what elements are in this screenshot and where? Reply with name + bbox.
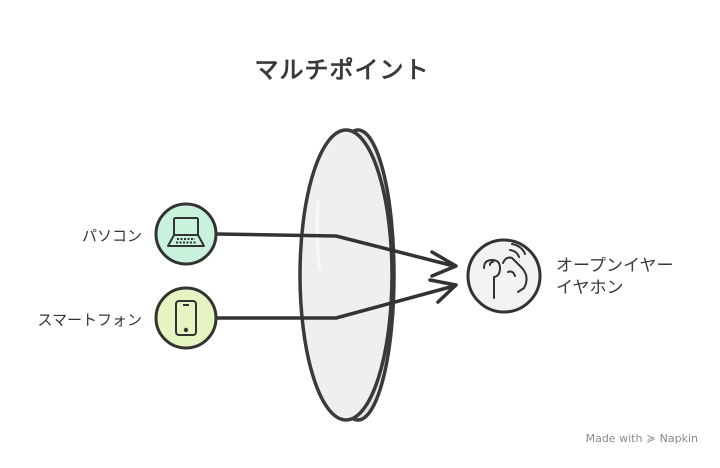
target-label-line1: オープンイヤー [556,256,674,276]
napkin-logo-icon: ≽ [646,432,656,445]
source-label-smartphone: スマートフォン [37,311,142,329]
lens-shape [298,128,396,422]
arrow-smartphone-to-earphone [216,278,458,320]
target-label-line2: イヤホン [556,278,624,298]
laptop-node [154,202,218,266]
diagram-title: マルチポイント [254,56,430,84]
source-label-laptop: パソコン [81,227,142,245]
earphone-node [466,238,542,314]
credit-text: Made with [585,432,643,445]
credit-brand: Napkin [659,432,698,445]
napkin-credit[interactable]: Made with ≽ Napkin [586,432,698,445]
smartphone-icon [175,300,197,336]
arrow-laptop-to-earphone [216,232,458,278]
open-ear-earphone-icon [483,243,528,299]
smartphone-node [154,286,218,350]
laptop-icon [167,217,205,247]
target-label: オープンイヤー イヤホン [556,255,673,299]
